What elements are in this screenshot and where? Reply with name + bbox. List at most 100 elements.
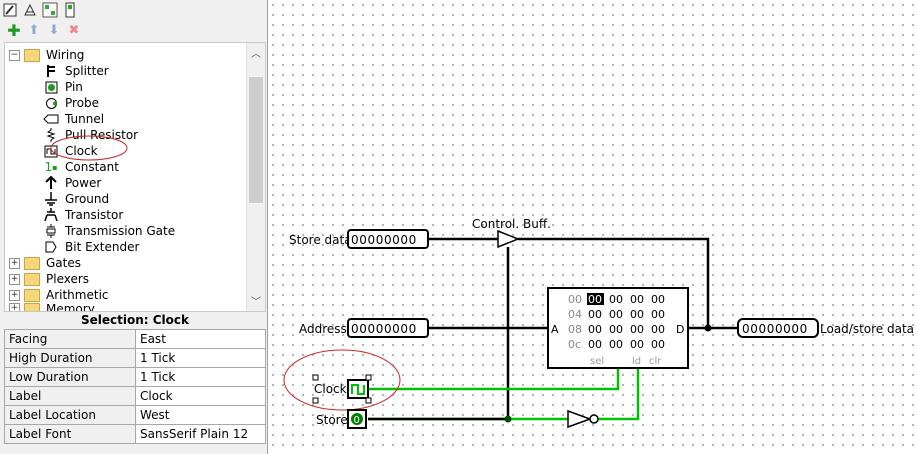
text-tool-icon[interactable] bbox=[62, 2, 78, 18]
ram-cell[interactable]: 00 bbox=[630, 338, 644, 351]
ram-cell[interactable]: 00 bbox=[630, 323, 644, 336]
expand-icon[interactable]: + bbox=[9, 257, 20, 269]
tree-item-pull-resistor[interactable]: Pull Resistor bbox=[43, 127, 138, 143]
clock-wave-icon bbox=[351, 384, 365, 395]
clock-label: Clock bbox=[314, 382, 347, 396]
tree-folder-memory[interactable]: + Memory bbox=[9, 303, 95, 311]
ram-cell[interactable]: 00 bbox=[651, 308, 665, 321]
attribute-key: High Duration bbox=[4, 348, 136, 368]
junction-dot bbox=[704, 324, 712, 332]
selection-highlight-ellipse bbox=[283, 349, 401, 411]
ram-pin-sel: sel bbox=[590, 356, 604, 367]
ram-port-d: D bbox=[676, 323, 684, 336]
delete-icon[interactable]: ✖ bbox=[68, 22, 80, 38]
scroll-down-icon[interactable]: ﹀ bbox=[251, 297, 261, 308]
move-down-icon[interactable]: ⬇ bbox=[48, 22, 60, 38]
store-pin-led bbox=[351, 413, 363, 425]
folder-icon bbox=[24, 303, 40, 311]
attribute-value[interactable]: 1 Tick bbox=[135, 348, 266, 368]
tree-item-tunnel[interactable]: Tunnel bbox=[43, 111, 104, 127]
splitter-icon bbox=[43, 64, 59, 78]
address-pin[interactable] bbox=[347, 318, 429, 338]
controlled-buffer[interactable] bbox=[497, 229, 521, 249]
ram-cell[interactable]: 00 bbox=[609, 308, 623, 321]
tree-item-constant[interactable]: 1▪ Constant bbox=[43, 159, 119, 175]
ram-cell[interactable]: 00 bbox=[588, 293, 602, 306]
tool-toolbar bbox=[0, 0, 268, 20]
tree-folder-arithmetic[interactable]: + Arithmetic bbox=[9, 287, 109, 303]
tree-folder-label: Gates bbox=[46, 256, 81, 270]
pin-icon bbox=[43, 80, 59, 94]
attribute-value[interactable]: SansSerif Plain 12 bbox=[135, 424, 266, 444]
poke-tool-icon[interactable] bbox=[2, 2, 18, 18]
edit-tool-icon[interactable] bbox=[22, 2, 38, 18]
attribute-value[interactable]: 1 Tick bbox=[135, 367, 266, 387]
tree-item-bit-extender[interactable]: Bit Extender bbox=[43, 239, 139, 255]
tree-item-probe[interactable]: Probe bbox=[43, 95, 99, 111]
tree-item-power[interactable]: Power bbox=[43, 175, 101, 191]
attribute-key: Label Font bbox=[4, 424, 136, 444]
expand-icon[interactable]: + bbox=[9, 303, 20, 311]
store-data-pin[interactable] bbox=[347, 229, 429, 249]
green-wires bbox=[368, 368, 640, 421]
tree-folder-wiring[interactable]: − Wiring bbox=[9, 47, 84, 63]
ram-cell[interactable]: 00 bbox=[630, 308, 644, 321]
expand-icon[interactable]: + bbox=[9, 289, 20, 301]
move-up-icon[interactable]: ⬆ bbox=[28, 22, 40, 38]
ram-cell[interactable]: 00 bbox=[651, 323, 665, 336]
component-tree[interactable]: − Wiring Splitter Pin Probe Tunnel Pull … bbox=[4, 42, 266, 312]
circuit-drawing: Control. Buff. Store data 00000000 Addre… bbox=[283, 217, 914, 429]
tree-item-label: Clock bbox=[65, 144, 98, 158]
tree-item-transmission-gate[interactable]: Transmission Gate bbox=[43, 223, 175, 239]
store-data-value: 00000000 bbox=[351, 233, 417, 247]
not-gate[interactable] bbox=[567, 409, 593, 429]
ram-cell[interactable]: 00 bbox=[609, 293, 623, 306]
collapse-icon[interactable]: − bbox=[9, 49, 20, 61]
attribute-value[interactable]: West bbox=[135, 405, 266, 425]
ram-cell[interactable]: 00 bbox=[630, 293, 644, 306]
wire-not-to-ld bbox=[598, 368, 640, 421]
power-icon bbox=[43, 176, 59, 190]
ram-cell[interactable]: 00 bbox=[651, 293, 665, 306]
tree-item-ground[interactable]: Ground bbox=[43, 191, 109, 207]
ram-cell[interactable]: 00 bbox=[651, 338, 665, 351]
wire-clock bbox=[368, 368, 620, 391]
tree-folder-gates[interactable]: + Gates bbox=[9, 255, 81, 271]
tree-item-pin[interactable]: Pin bbox=[43, 79, 83, 95]
select-tool-icon[interactable] bbox=[42, 2, 58, 18]
ram-cell[interactable]: 00 bbox=[588, 338, 602, 351]
expand-icon[interactable]: + bbox=[9, 273, 20, 285]
scrollbar-thumb[interactable] bbox=[249, 77, 263, 203]
constant-glyph: 1 bbox=[44, 160, 53, 174]
ram-cell[interactable]: 00 bbox=[588, 323, 602, 336]
tree-item-transistor[interactable]: Transistor bbox=[43, 207, 123, 223]
tree-folder-plexers[interactable]: + Plexers bbox=[9, 271, 89, 287]
tree-item-label: Power bbox=[65, 176, 102, 190]
ram-cell[interactable]: 00 bbox=[609, 338, 623, 351]
tree-item-label: Probe bbox=[65, 96, 100, 110]
attribute-value[interactable]: Clock bbox=[135, 386, 266, 406]
tree-item-label: Constant bbox=[65, 160, 119, 174]
ram-cell[interactable]: 00 bbox=[609, 323, 623, 336]
tree-scrollbar[interactable]: ︿ ﹀ bbox=[246, 43, 265, 311]
add-icon[interactable]: ✚ bbox=[7, 20, 21, 40]
tree-item-clock[interactable]: Clock bbox=[43, 143, 98, 159]
selection-handles[interactable] bbox=[312, 374, 372, 404]
attribute-value[interactable]: East bbox=[135, 329, 266, 349]
left-panel: ✚ ⬆ ⬇ ✖ − Wiring Splitter Pin Probe Tunn… bbox=[0, 0, 268, 454]
tree-item-splitter[interactable]: Splitter bbox=[43, 63, 109, 79]
scroll-up-icon[interactable]: ︿ bbox=[251, 49, 261, 60]
store-data-label: Store data bbox=[289, 233, 352, 247]
ram-component[interactable] bbox=[547, 287, 689, 369]
ram-address: 04 bbox=[568, 308, 582, 321]
ram-cell[interactable]: 00 bbox=[588, 308, 602, 321]
output-pin[interactable] bbox=[737, 318, 819, 338]
circuit-canvas[interactable]: Control. Buff. Store data 00000000 Addre… bbox=[268, 0, 917, 454]
